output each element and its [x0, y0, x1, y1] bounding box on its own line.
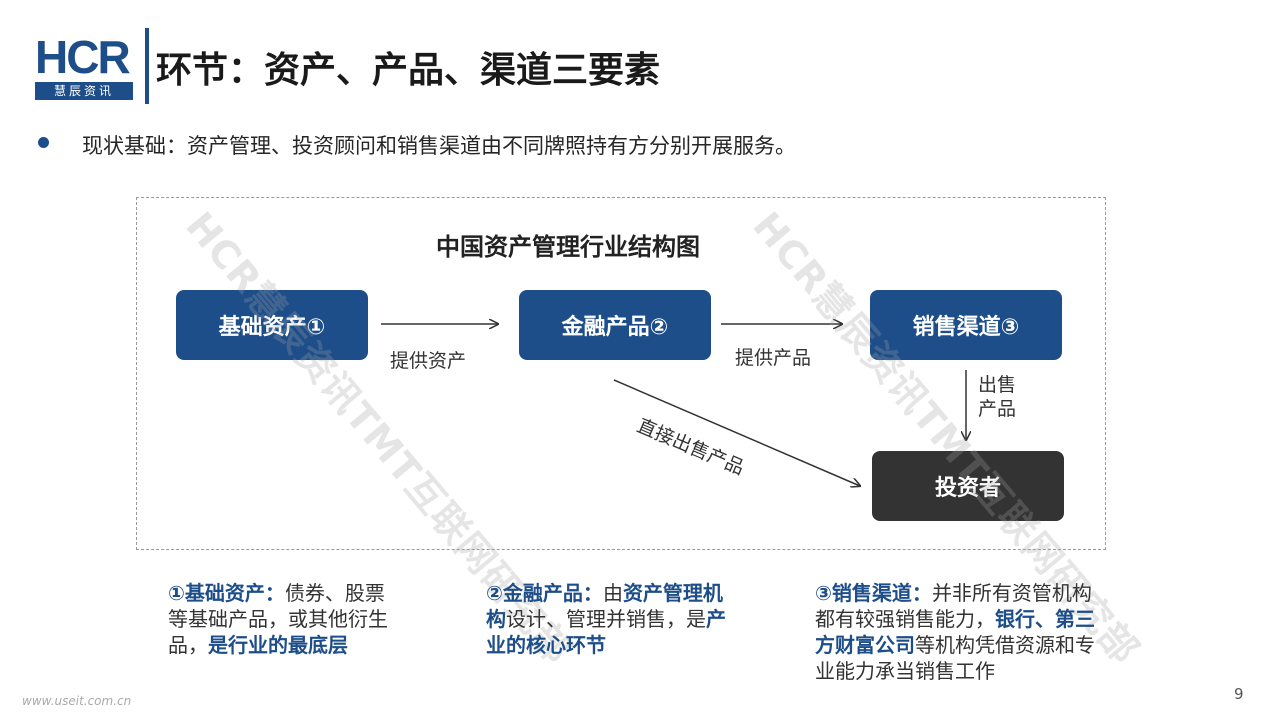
note-heading: ③销售渠道： — [815, 581, 932, 605]
logo-wordmark: HCR — [35, 31, 131, 83]
note-text: 由 — [602, 581, 623, 605]
bullet-text: 现状基础：资产管理、投资顾问和销售渠道由不同牌照持有方分别开展服务。 — [82, 134, 796, 158]
note-text: 等机构凭借资源和专业能力承当销售工作 — [815, 633, 1095, 683]
note-text: 设计、管理并销售，是 — [506, 607, 706, 631]
page-title: 环节：资产、产品、渠道三要素 — [156, 50, 661, 91]
edge-label-provide-product: 提供产品 — [735, 347, 812, 369]
note-heading: ①基础资产： — [168, 581, 285, 605]
note-heading: ②金融产品： — [486, 581, 603, 605]
note-highlight: 是行业的最底层 — [208, 633, 348, 657]
edge-label-sell: 出售 — [978, 374, 1017, 396]
edge-label-provide-asset: 提供资产 — [390, 350, 467, 372]
footer-url: www.useit.com.cn — [22, 694, 132, 708]
edge-product-to-investor — [613, 379, 860, 486]
edge-label-product: 产品 — [978, 398, 1017, 420]
title-divider — [145, 28, 149, 104]
note-financial-product: ②金融产品：由资产管理机构设计、管理并销售，是产业的核心环节 — [486, 580, 731, 658]
note-text: 债券、股票等基础产品，或其他衍生品， — [168, 581, 388, 657]
diagram-frame — [136, 197, 1106, 550]
node-financial-product: 金融产品② — [519, 290, 711, 360]
node-sales-channel: 销售渠道③ — [870, 290, 1062, 360]
note-text: 并非所有资管机构都有较强销售能力， — [815, 581, 1092, 631]
diagram-title: 中国资产管理行业结构图 — [436, 233, 700, 261]
page-number: 9 — [1234, 685, 1244, 703]
note-sales-channel: ③销售渠道：并非所有资管机构都有较强销售能力，银行、第三方财富公司等机构凭借资源… — [815, 580, 1100, 684]
note-basic-asset: ①基础资产：债券、股票等基础产品，或其他衍生品，是行业的最底层 — [168, 580, 398, 658]
note-highlight: 银行、第三方财富公司 — [815, 607, 1095, 657]
note-highlight: 产业的核心环节 — [486, 607, 726, 657]
bullet-dot-icon — [38, 137, 49, 148]
node-investor: 投资者 — [872, 451, 1064, 521]
company-logo: HCR 慧辰资讯 — [32, 34, 142, 100]
logo-subtitle: 慧辰资讯 — [35, 82, 133, 100]
note-highlight: 资产管理机构 — [486, 581, 723, 631]
node-basic-asset: 基础资产① — [176, 290, 368, 360]
